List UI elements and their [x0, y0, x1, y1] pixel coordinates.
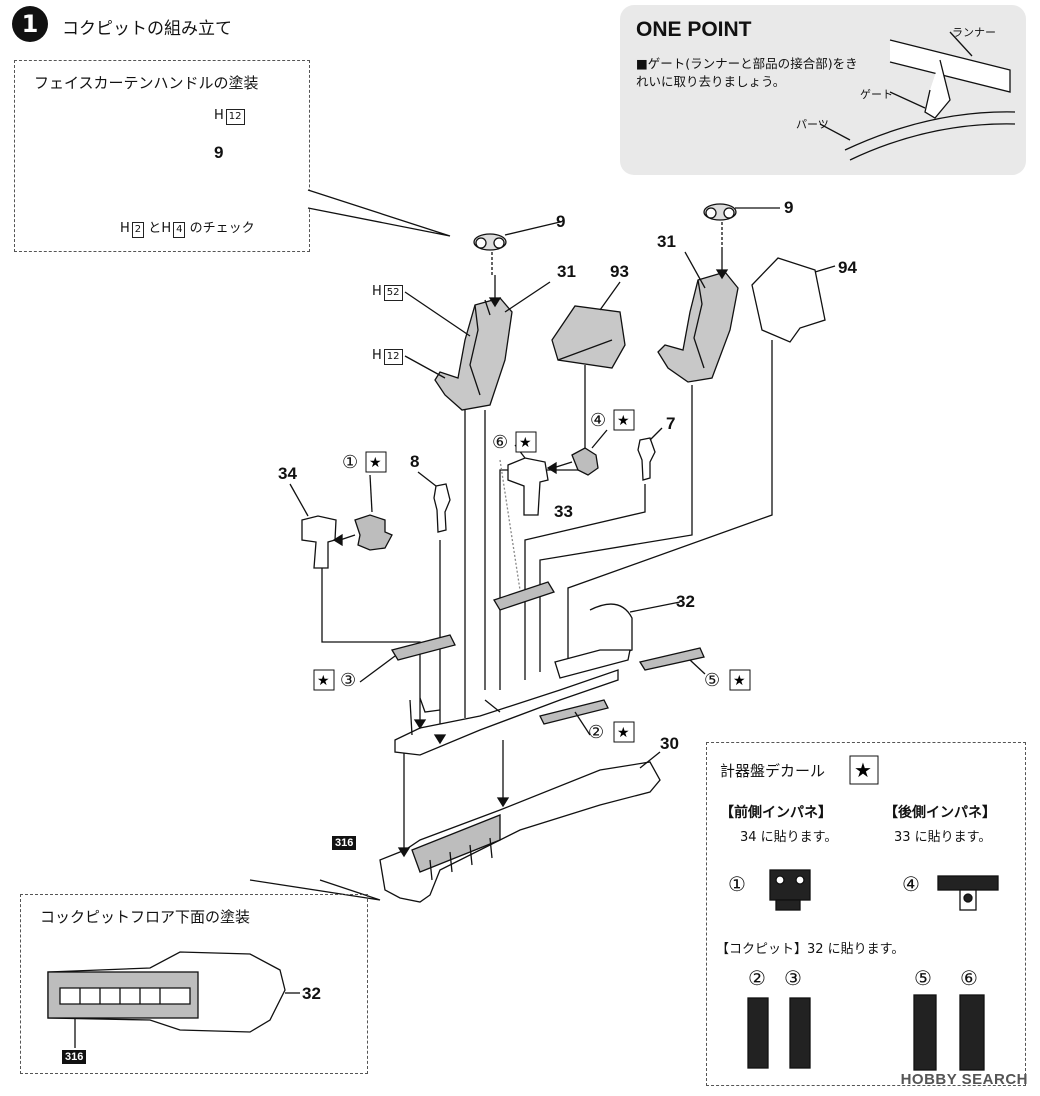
runner-label: ランナー — [952, 26, 996, 39]
face-curtain-part-9: 9 — [214, 143, 224, 162]
label-part-34: 34 — [278, 464, 297, 483]
cockpit-tub-30-drawing — [379, 751, 661, 903]
label-part-31-left: 31 — [557, 262, 576, 281]
svg-text:★: ★ — [317, 673, 330, 689]
part-8-drawing — [417, 471, 451, 533]
label-decal-3: ③ — [340, 670, 357, 691]
label-part-94: 94 — [838, 258, 857, 277]
floor-underside-title: コックピットフロア下面の塗装 — [40, 908, 251, 926]
svg-text:★: ★ — [519, 435, 532, 451]
floor-underside-box — [20, 894, 368, 1074]
part-93-drawing — [551, 281, 626, 369]
decal-box-n4: ④ — [902, 872, 920, 896]
one-point-text: ■ゲート(ランナーと部品の接合部)をきれいに取り去りましょう。 — [636, 56, 858, 89]
badge-316-main: 316 — [332, 836, 357, 850]
decal-1-preview — [769, 869, 811, 911]
label-part-8: 8 — [410, 452, 420, 471]
face-curtain-title: フェイスカーテンハンドルの塗装 — [34, 74, 259, 92]
part-7-drawing — [637, 427, 663, 481]
decal-2-preview — [747, 997, 769, 1069]
guide-line-34 — [321, 568, 421, 720]
decal-4-preview — [937, 875, 999, 911]
decal-5-preview — [913, 994, 937, 1071]
label-part-33: 33 — [554, 502, 573, 521]
part-34-drawing — [289, 483, 337, 569]
badge-316-floor: 316 — [62, 1050, 87, 1064]
seat-31-right-drawing — [657, 250, 739, 383]
part-33-drawing — [507, 444, 549, 516]
label-part-32: 32 — [676, 592, 695, 611]
label-decal-4: ④ — [590, 410, 607, 431]
part-94-drawing — [751, 257, 836, 343]
decal-box-n6: ⑥ — [960, 966, 978, 990]
star-badges: ★ ★ ★ ★ ★ ★ ★ — [313, 409, 879, 785]
decal-box-n3: ③ — [784, 966, 802, 990]
front-panel-sub: 34 に貼ります。 — [740, 830, 838, 845]
rear-panel-title: 【後側インパネ】 — [884, 805, 996, 821]
svg-text:★: ★ — [617, 413, 630, 429]
decal-box-n1: ① — [728, 872, 746, 896]
label-part-7: 7 — [666, 414, 676, 433]
face-curtain-painting-box — [14, 60, 310, 252]
guide-line-seat-right — [539, 385, 693, 672]
instrument-decal-box — [706, 742, 1026, 1086]
decal-6-preview — [959, 994, 985, 1071]
part-32-drawing — [554, 601, 681, 679]
one-point-panel — [620, 5, 1026, 175]
decal-3-strip — [390, 634, 456, 661]
floor-underside-drawing — [47, 951, 300, 1048]
svg-text:★: ★ — [369, 455, 382, 471]
label-part-93: 93 — [610, 262, 629, 281]
decal-5-strip — [638, 647, 705, 671]
guide-line-93 — [499, 365, 586, 690]
part-9-right-drawing — [703, 203, 780, 252]
front-panel-title: 【前側インパネ】 — [720, 805, 832, 821]
decal-3-preview — [789, 997, 811, 1069]
label-part-30: 30 — [660, 734, 679, 753]
label-decal-6: ⑥ — [492, 432, 509, 453]
gate-label: ゲート — [860, 88, 893, 101]
decal-box-n2: ② — [748, 966, 766, 990]
cockpit-floor-drawing — [394, 669, 619, 756]
seat-31-left-drawing — [404, 275, 551, 411]
part-label: パーツ — [796, 118, 829, 131]
decal-4-shape — [571, 447, 599, 476]
one-point-title: ONE POINT — [636, 18, 752, 41]
rear-panel-sub: 33 に貼ります。 — [894, 830, 992, 845]
floor-part-32: 32 — [302, 984, 321, 1003]
label-decal-2: ② — [588, 722, 605, 743]
guide-line-7 — [524, 484, 646, 680]
svg-text:★: ★ — [733, 673, 746, 689]
callout-face-curtain — [307, 189, 451, 237]
cockpit-decal-title: 【コクピット】32 に貼ります。 — [716, 942, 905, 957]
step-title: コクピットの組み立て — [62, 19, 232, 39]
label-part-31-right: 31 — [657, 232, 676, 251]
watermark: HOBBY SEARCH — [900, 1071, 1028, 1088]
guide-line-94 — [567, 340, 773, 660]
label-part-9-left: 9 — [556, 212, 566, 231]
step-number-badge: 1 — [12, 6, 48, 42]
part-9-left-drawing — [473, 221, 561, 275]
label-decal-1: ① — [342, 452, 359, 473]
svg-text:★: ★ — [854, 758, 872, 782]
decal-box-n5: ⑤ — [914, 966, 932, 990]
decal-1-shape — [354, 514, 393, 551]
decal-6-strip — [493, 581, 555, 611]
decal-2-strip — [539, 699, 609, 725]
label-decal-5: ⑤ — [704, 670, 721, 691]
label-part-9-right: 9 — [784, 198, 794, 217]
svg-text:★: ★ — [617, 725, 630, 741]
callout-floor — [249, 879, 381, 901]
runner-gate-illustration — [819, 31, 1016, 161]
decal-box-title: 計器盤デカール — [720, 762, 826, 780]
